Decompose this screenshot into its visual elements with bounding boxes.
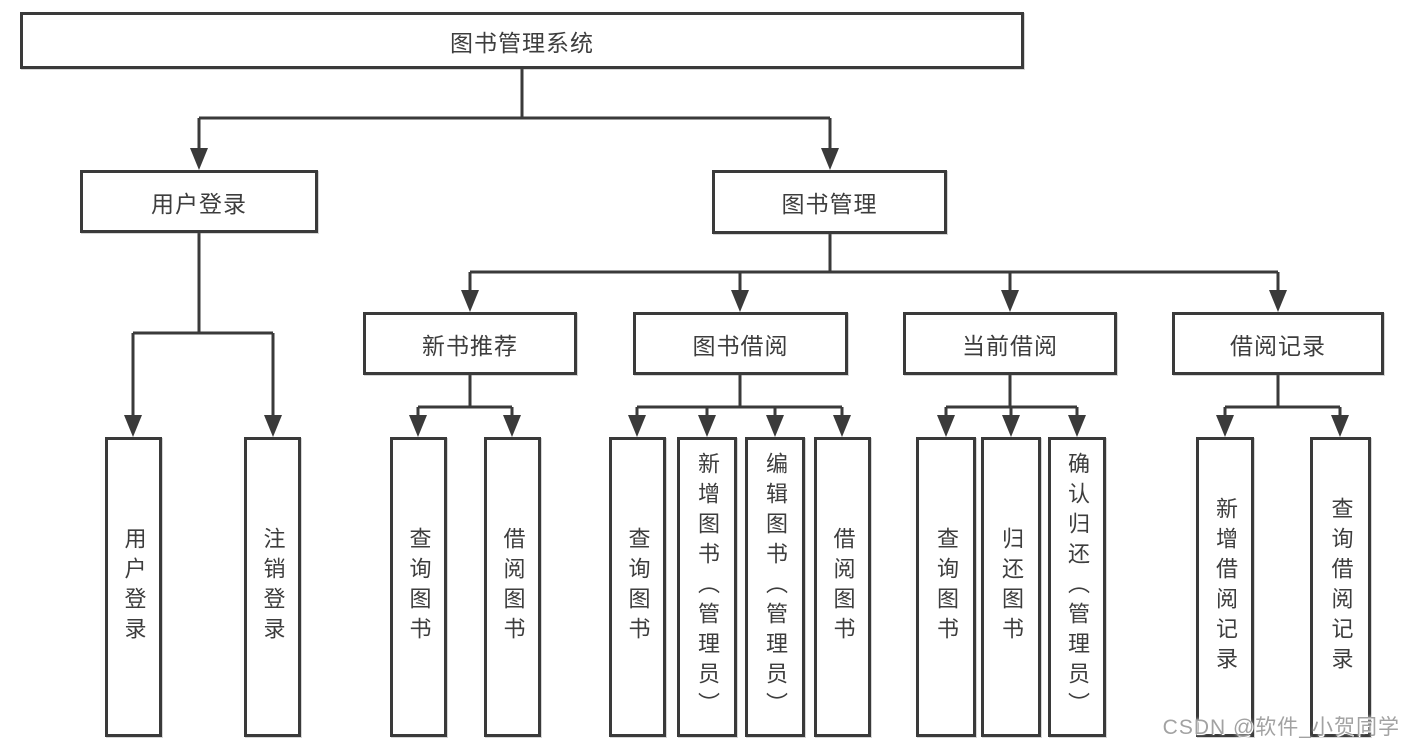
- node-leaf-edit-book-admin: 编辑图书（管理员）: [745, 437, 805, 737]
- node-user-login: 用户登录: [80, 170, 318, 233]
- arrowheads: [124, 148, 1349, 437]
- node-leaf-borrow-book-recommend: 借阅图书: [484, 437, 541, 737]
- node-leaf-add-book-admin: 新增图书（管理员）: [677, 437, 737, 737]
- node-leaf-query-book-borrow: 查询图书: [609, 437, 666, 737]
- node-new-book-recommend: 新书推荐: [363, 312, 577, 375]
- node-book-management: 图书管理: [712, 170, 947, 234]
- node-leaf-confirm-return-admin: 确认归还（管理员）: [1048, 437, 1106, 737]
- node-leaf-add-borrow-record: 新增借阅记录: [1196, 437, 1254, 737]
- node-book-borrow: 图书借阅: [633, 312, 848, 375]
- node-leaf-logout: 注销登录: [244, 437, 301, 737]
- node-leaf-borrow-book: 借阅图书: [814, 437, 871, 737]
- node-leaf-user-login: 用户登录: [105, 437, 162, 737]
- node-leaf-return-book: 归还图书: [981, 437, 1041, 737]
- node-leaf-query-book-current: 查询图书: [916, 437, 976, 737]
- node-leaf-query-borrow-record: 查询借阅记录: [1310, 437, 1371, 737]
- node-leaf-query-book-recommend: 查询图书: [390, 437, 447, 737]
- node-library-management-system: 图书管理系统: [20, 12, 1024, 69]
- csdn-watermark: CSDN @软件_小贺同学: [1162, 716, 1400, 739]
- node-current-borrow: 当前借阅: [903, 312, 1117, 375]
- node-borrow-record: 借阅记录: [1172, 312, 1384, 375]
